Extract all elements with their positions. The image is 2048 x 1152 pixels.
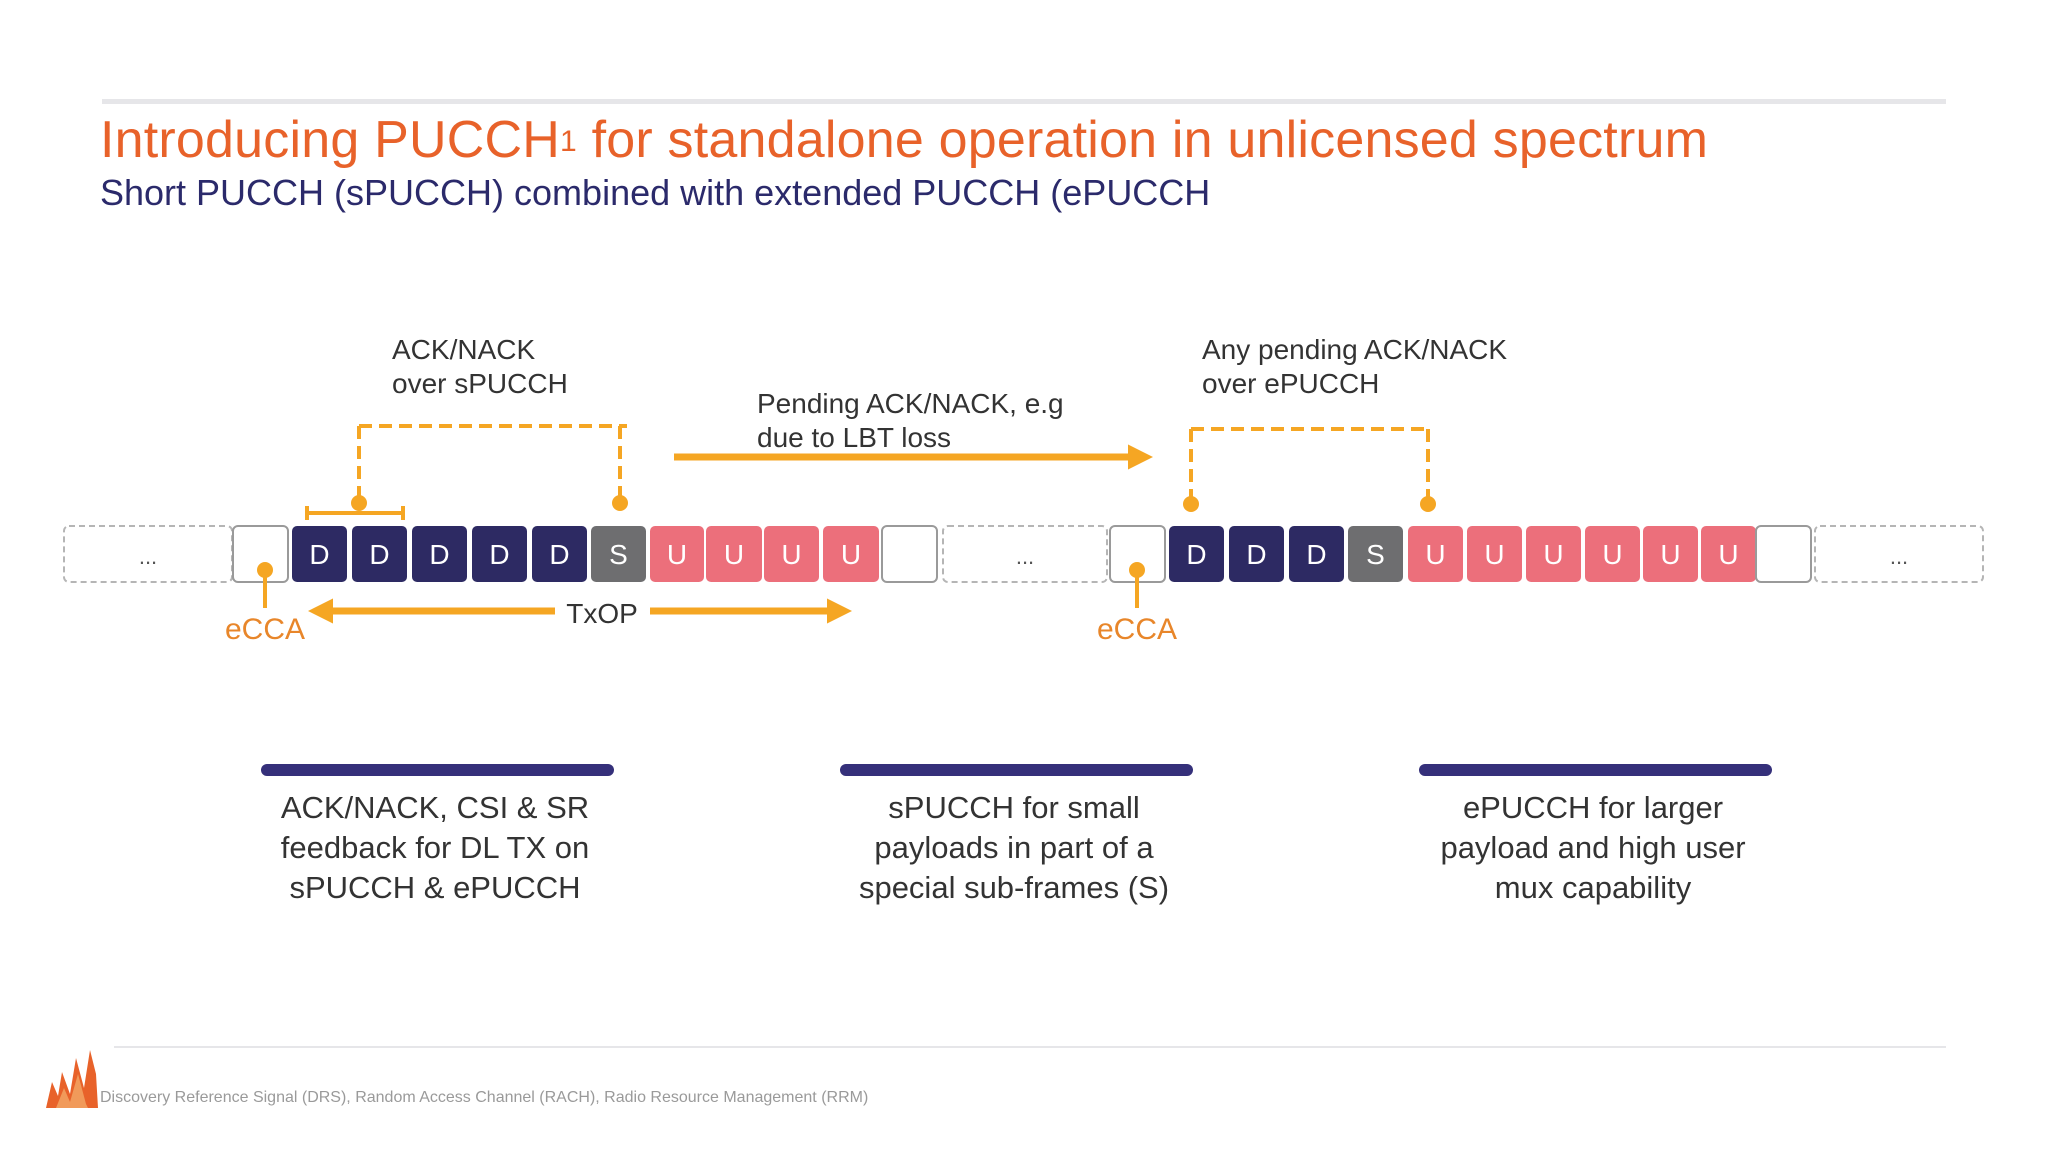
subframe-label-g1-0: ...: [139, 544, 157, 569]
subframe-downlink-g2-4: [1289, 526, 1344, 582]
subframe-ellipsis-g2-0: [942, 525, 1108, 583]
column-2-line-2: payloads in part of a: [874, 830, 1154, 865]
subframe-uplink-g2-6: [1408, 526, 1463, 582]
subframe-label-g2-7: U: [1484, 539, 1504, 570]
subframe-ellipsis-g3-0: [1814, 525, 1984, 583]
subframe-label-g2-2: D: [1186, 539, 1206, 570]
column-bar-1: [261, 764, 614, 776]
column-3-line-3: mux capability: [1494, 870, 1692, 905]
subframe-label-g2-3: D: [1246, 539, 1266, 570]
subframe-uplink-g1-10: [764, 526, 819, 582]
subframe-label-g1-2: D: [309, 539, 329, 570]
footnote: Discovery Reference Signal (DRS), Random…: [100, 1089, 869, 1106]
page-title: Introducing PUCCH1 for standalone operat…: [100, 110, 1708, 170]
any-pending-label-line1: Any pending ACK/NACK: [1202, 334, 1507, 365]
pending-label-line2: due to LBT loss: [757, 422, 951, 453]
subframe-label-g1-10: U: [781, 539, 801, 570]
subframe-label-g1-9: U: [724, 539, 744, 570]
ack-spucch-label-line1: ACK/NACK: [392, 334, 535, 365]
subframe-label-g2-8: U: [1543, 539, 1563, 570]
company-logo-icon: [46, 1050, 98, 1108]
column-text-2: sPUCCH for small payloads in part of a s…: [804, 788, 1224, 908]
subframe-downlink-g1-4: [412, 526, 467, 582]
subframe-uplink-g2-10: [1643, 526, 1698, 582]
ecca-label-1: eCCA: [225, 613, 305, 646]
subframe-label-g2-0: ...: [1016, 544, 1034, 569]
subframe-label-g1-11: U: [841, 539, 861, 570]
subframe-uplink-g2-8: [1526, 526, 1581, 582]
subframe-label-g1-4: D: [429, 539, 449, 570]
subframe-sequence: ... D D D D D S U U U U... D D D S U U U U U U...: [63, 525, 1984, 583]
subframe-label-g2-10: U: [1660, 539, 1680, 570]
subframe-downlink-g1-2: [292, 526, 347, 582]
subframe-diagram: ... D D D D D S U U U U... D D D S U U U U U U... ACK/NACK o…: [63, 334, 1984, 646]
subframe-downlink-g2-2: [1169, 526, 1224, 582]
title-rest: for standalone operation in unlicensed s…: [576, 111, 1709, 169]
column-1-line-3: sPUCCH & ePUCCH: [289, 870, 581, 905]
bottom-rule: [114, 1046, 1946, 1048]
subframe-special-g2-5: [1348, 526, 1403, 582]
subframe-label-g1-5: D: [489, 539, 509, 570]
subframe-uplink-g2-9: [1585, 526, 1640, 582]
column-bar-3: [1419, 764, 1772, 776]
column-1-line-2: feedback for DL TX on: [280, 830, 590, 865]
subframe-uplink-g1-8: [650, 526, 704, 582]
subframe-ellipsis-g1-0: [63, 525, 233, 583]
subframe-label-g2-9: U: [1602, 539, 1622, 570]
ack-spucch-label-line2: over sPUCCH: [392, 368, 568, 399]
subframe-label-g3-0: ...: [1890, 544, 1908, 569]
subframe-label-g1-8: U: [667, 539, 687, 570]
subframe-downlink-g1-3: [352, 526, 407, 582]
title-main: Introducing PUCCH: [100, 111, 561, 169]
ack-spucch-annotation: [305, 424, 628, 520]
ack-spucch-dot-right: [612, 495, 628, 511]
subframe-special-g1-7: [591, 526, 646, 582]
subframe-label-g1-6: D: [549, 539, 569, 570]
pending-label-line1: Pending ACK/NACK, e.g: [757, 388, 1064, 419]
subframe-uplink-g2-11: [1701, 526, 1756, 582]
column-text-1: ACK/NACK, CSI & SR feedback for DL TX on…: [225, 788, 645, 908]
subframe-label-g1-7: S: [609, 539, 628, 570]
ecca-label-2: eCCA: [1097, 613, 1177, 646]
column-text-3: ePUCCH for larger payload and high user …: [1383, 788, 1803, 908]
ack-spucch-dot-left: [351, 495, 367, 511]
subframe-uplink-g2-7: [1467, 526, 1522, 582]
txop-label: TxOP: [566, 598, 638, 629]
column-bar-2: [840, 764, 1193, 776]
title-footnote-mark: 1: [560, 125, 577, 158]
page-subtitle: Short PUCCH (sPUCCH) combined with exten…: [100, 172, 1211, 213]
any-pending-label-line2: over ePUCCH: [1202, 368, 1379, 399]
subframe-label-g2-6: U: [1425, 539, 1445, 570]
top-rule: [102, 99, 1946, 104]
subframe-downlink-g1-6: [532, 526, 587, 582]
subframe-empty-g1-1: [232, 525, 289, 583]
subframe-label-g2-5: S: [1366, 539, 1385, 570]
column-3-line-2: payload and high user: [1440, 830, 1746, 865]
ack-epucch-dot-left: [1183, 496, 1199, 512]
subframe-empty-g1-12: [881, 525, 938, 583]
subframe-label-g2-11: U: [1718, 539, 1738, 570]
ack-epucch-annotation: [1183, 427, 1436, 512]
subframe-label-g2-4: D: [1306, 539, 1326, 570]
column-3-line-1: ePUCCH for larger: [1462, 790, 1724, 825]
subframe-uplink-g1-11: [823, 526, 879, 582]
column-1-line-1: ACK/NACK, CSI & SR: [280, 790, 590, 825]
subframe-downlink-g1-5: [472, 526, 527, 582]
ecca-marker-2: [1129, 562, 1145, 608]
subframe-empty-g2-12: [1755, 525, 1812, 583]
column-2-line-1: sPUCCH for small: [888, 790, 1140, 825]
subframe-downlink-g2-3: [1229, 526, 1284, 582]
subframe-label-g1-3: D: [369, 539, 389, 570]
ack-epucch-dot-right: [1420, 496, 1436, 512]
subframe-uplink-g1-9: [706, 526, 762, 582]
ecca-marker-1: [257, 562, 273, 608]
column-2-line-3: special sub-frames (S): [858, 870, 1170, 905]
